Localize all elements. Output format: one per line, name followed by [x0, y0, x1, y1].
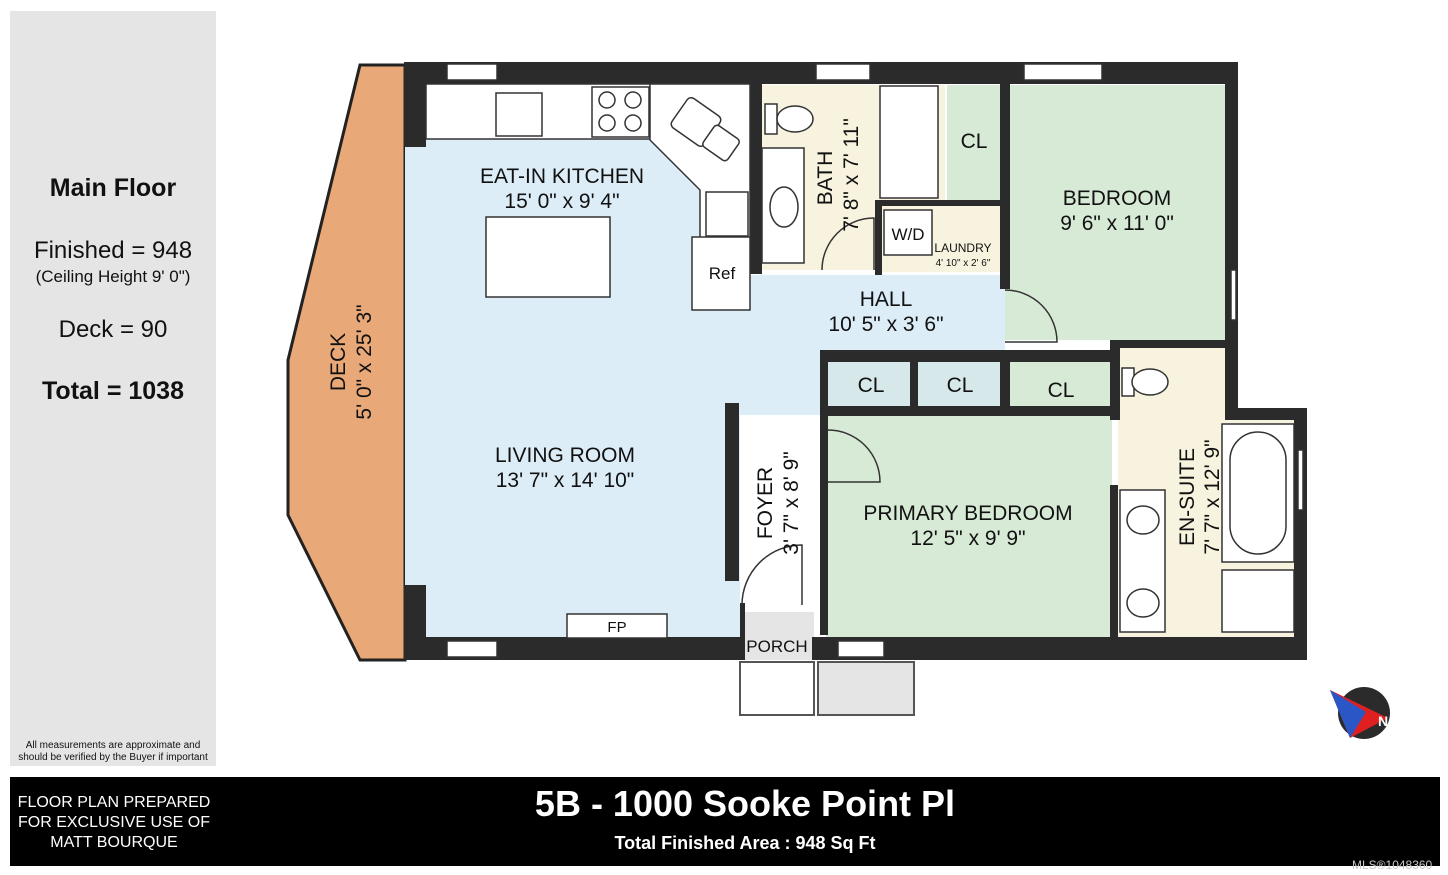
hall-name: HALL [860, 288, 913, 311]
property-address: 5B - 1000 Sooke Point Pl [534, 783, 956, 824]
primary-bedroom-area [826, 415, 1112, 637]
patio-area [817, 661, 915, 716]
dishwasher [705, 191, 749, 237]
closet-label-3: CL [1048, 379, 1075, 402]
washer-dryer-box [883, 209, 933, 256]
laundry-dims: 4' 10" x 2' 6" [936, 258, 991, 269]
toilet-bowl [776, 105, 814, 133]
bedroom-area [1005, 85, 1225, 340]
bath-dims: 7' 8" x 7' 11" [840, 118, 863, 232]
prepared-line-3: MATT BOURQUE [50, 834, 178, 851]
deck-name: DECK [327, 333, 350, 391]
bath-sink [769, 186, 799, 228]
closet-area-bed [947, 85, 1002, 200]
closet-label-bath: CL [961, 130, 988, 153]
bathtub-basin [1229, 431, 1287, 555]
fridge-label: Ref [709, 264, 736, 283]
interior-walls [725, 84, 1228, 638]
toilet-tank [764, 103, 778, 135]
disclaimer-line-1: All measurements are approximate and [25, 740, 201, 751]
kitchen-name: EAT-IN KITCHEN [480, 165, 644, 188]
ensuite-name: EN-SUITE [1176, 448, 1199, 546]
living-dims: 13' 7" x 14' 10" [496, 469, 635, 492]
washer-dryer-label: W/D [891, 225, 924, 244]
porch-area [742, 612, 814, 660]
total-finished-area: Total Finished Area : 948 Sq Ft [614, 833, 876, 853]
porch-name: PORCH [746, 637, 807, 656]
fridge-box [691, 236, 751, 311]
footer-band: FLOOR PLAN PREPARED FOR EXCLUSIVE USE OF… [10, 777, 1440, 866]
door-swings [741, 217, 1058, 606]
closet-label-1: CL [858, 374, 885, 397]
stove-burners [598, 91, 642, 132]
bedroom-dims: 9' 6" x 11' 0" [1060, 212, 1174, 235]
north-arrow-icon: N [1330, 687, 1390, 739]
disclaimer-line-2: should be verified by the Buyer if impor… [18, 752, 208, 763]
ensuite-shower [1221, 569, 1295, 633]
summary-panel: Main Floor Finished = 948 (Ceiling Heigh… [10, 11, 216, 766]
prepared-line-1: FLOOR PLAN PREPARED [17, 794, 211, 811]
closet-area-2 [918, 362, 1000, 407]
foyer-dims: 3' 7" x 8' 9" [780, 451, 803, 554]
floor-title: Main Floor [49, 174, 177, 202]
hall-dims: 10' 5" x 3' 6" [828, 313, 943, 336]
mls-watermark: MLS®1048360 [1352, 858, 1433, 872]
svg-text:N: N [1378, 713, 1388, 729]
primary-name: PRIMARY BEDROOM [863, 502, 1072, 525]
prepared-line-2: FOR EXCLUSIVE USE OF [17, 814, 211, 831]
deck-area: Deck = 90 [58, 316, 168, 343]
closet-area-1 [826, 362, 910, 407]
kitchen-dims: 15' 0" x 9' 4" [504, 190, 619, 213]
fireplace-label: FP [607, 619, 626, 636]
ensuite-dims: 7' 7" x 12' 9" [1201, 439, 1224, 554]
closet-label-2: CL [947, 374, 974, 397]
primary-dims: 12' 5" x 9' 9" [910, 527, 1025, 550]
porch-steps [739, 661, 815, 716]
ensuite-sink-2 [1126, 588, 1160, 618]
windows [446, 63, 1304, 658]
laundry-name: LAUNDRY [934, 241, 991, 255]
bath-name: BATH [814, 151, 837, 205]
shower [879, 85, 939, 199]
kitchen-cabinet [495, 92, 543, 137]
prepared-for: FLOOR PLAN PREPARED FOR EXCLUSIVE USE OF… [10, 793, 218, 853]
bedroom-name: BEDROOM [1063, 187, 1172, 210]
fireplace-box [566, 613, 668, 639]
living-name: LIVING ROOM [495, 444, 635, 467]
foyer-name: FOYER [754, 467, 777, 539]
kitchen-island [485, 216, 611, 298]
finished-area: Finished = 948 [33, 237, 193, 264]
total-area: Total = 1038 [42, 377, 184, 405]
ensuite-toilet-bowl [1131, 368, 1169, 396]
kitchen-sink [670, 96, 740, 162]
ensuite-sink-1 [1126, 505, 1160, 535]
deck-dims: 5' 0" x 25' 3" [353, 304, 376, 419]
ceiling-height: (Ceiling Height 9' 0") [35, 267, 191, 286]
